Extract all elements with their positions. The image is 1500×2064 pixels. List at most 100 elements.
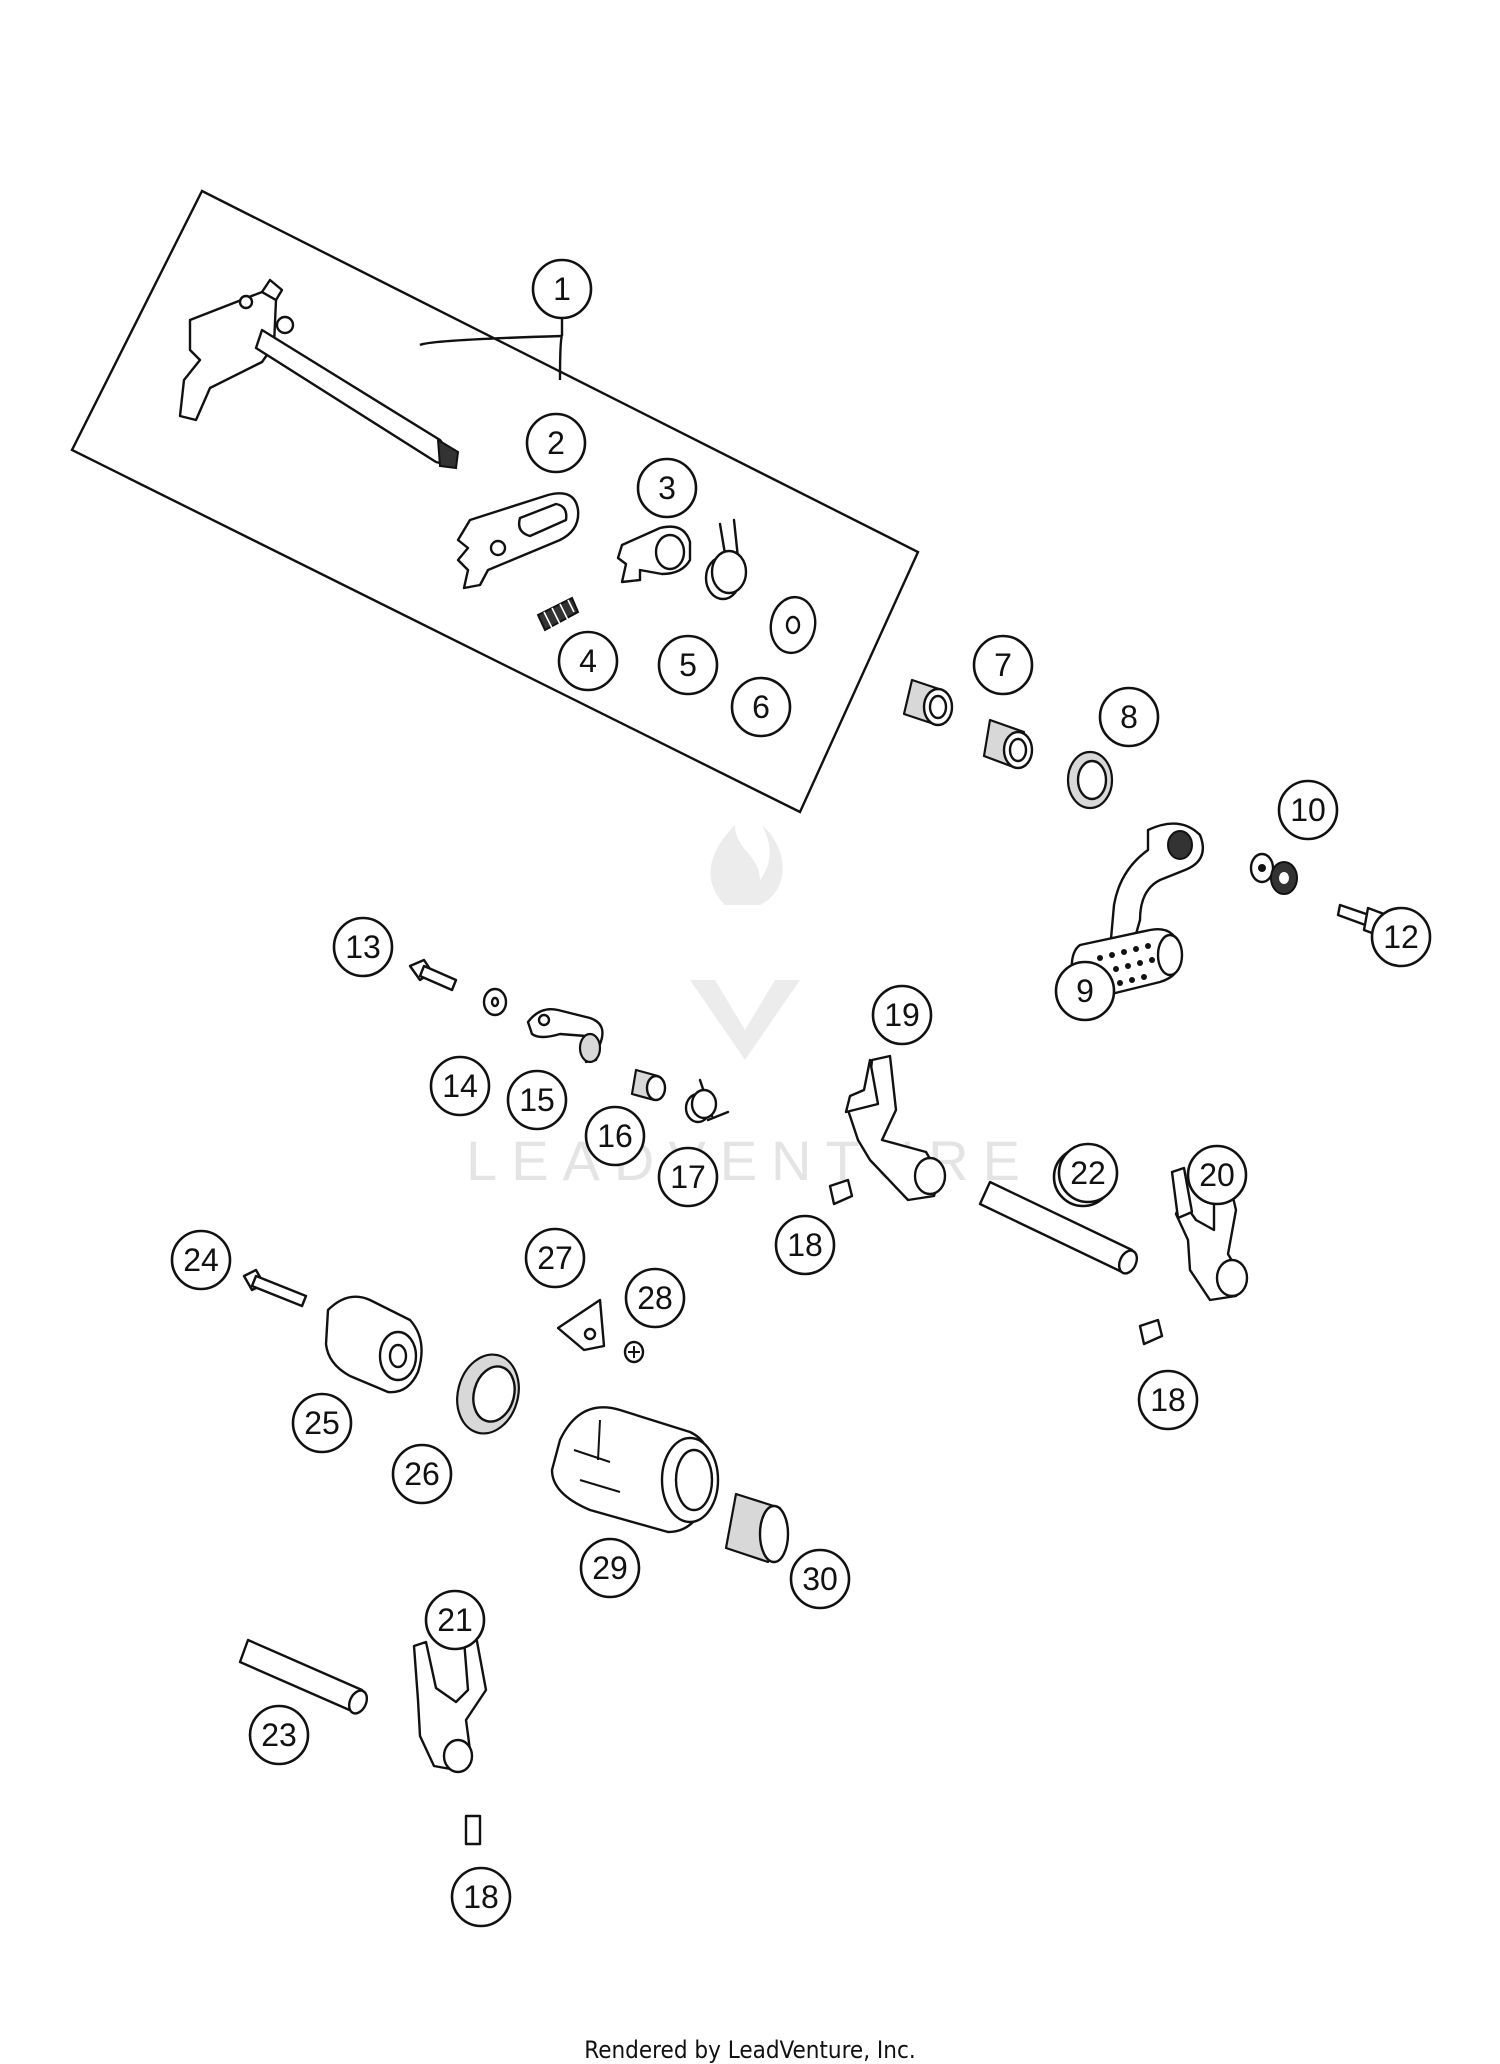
callout-number: 2 bbox=[547, 425, 565, 461]
callout-circle bbox=[1277, 779, 1339, 841]
bearing-26 bbox=[456, 1353, 520, 1435]
callout-26: 26 bbox=[391, 1443, 453, 1505]
callout-circle bbox=[789, 1548, 851, 1610]
compression-spring bbox=[536, 596, 580, 632]
fork-rod-22 bbox=[978, 1180, 1139, 1275]
callout-number: 4 bbox=[579, 643, 597, 679]
callout-18: 18 bbox=[774, 1214, 836, 1276]
callout-circle bbox=[450, 1866, 512, 1928]
callout-circle bbox=[332, 916, 394, 978]
return-spring bbox=[704, 518, 748, 601]
screw-28 bbox=[623, 1340, 645, 1364]
callout-circle bbox=[525, 412, 587, 474]
shift-plate bbox=[456, 492, 580, 590]
callout-2: 2 bbox=[525, 412, 587, 474]
callout-circle bbox=[972, 634, 1034, 696]
callout-circle bbox=[506, 1069, 568, 1131]
footer-credit: Rendered by LeadVenture, Inc. bbox=[584, 2036, 916, 2064]
screw-13 bbox=[408, 958, 458, 992]
shift-shaft bbox=[178, 278, 460, 470]
callout-number: 19 bbox=[884, 997, 920, 1033]
shift-fork-19 bbox=[844, 1054, 947, 1202]
callout-number: 29 bbox=[592, 1550, 628, 1586]
locking-plate-27 bbox=[556, 1298, 606, 1352]
callout-circle bbox=[774, 1214, 836, 1276]
lock-washers bbox=[1249, 852, 1298, 895]
callout-circle bbox=[531, 258, 593, 320]
part-callouts: 1234567891012131415161718181818192021222… bbox=[170, 258, 1432, 1928]
callout-number: 28 bbox=[637, 1280, 673, 1316]
callout-28: 28 bbox=[624, 1267, 686, 1329]
callout-number: 25 bbox=[304, 1405, 340, 1441]
callout-circle bbox=[391, 1443, 453, 1505]
callout-number: 8 bbox=[1120, 699, 1138, 735]
callout-number: 13 bbox=[345, 929, 381, 965]
callout-number: 22 bbox=[1070, 1155, 1106, 1191]
callout-circle bbox=[524, 1227, 586, 1289]
callout-22: 22 bbox=[1057, 1142, 1119, 1204]
callout-circle bbox=[657, 634, 719, 696]
callout-number: 3 bbox=[658, 470, 676, 506]
callout-number: 15 bbox=[519, 1082, 555, 1118]
callout-circle bbox=[1186, 1144, 1248, 1206]
callout-number: 27 bbox=[537, 1240, 573, 1276]
callout-17: 17 bbox=[657, 1146, 719, 1208]
callout-10: 10 bbox=[1277, 779, 1339, 841]
callout-19: 19 bbox=[871, 984, 933, 1046]
callout-number: 7 bbox=[994, 647, 1012, 683]
callout-30: 30 bbox=[789, 1548, 851, 1610]
callout-number: 21 bbox=[437, 1602, 473, 1638]
callout-15: 15 bbox=[506, 1069, 568, 1131]
callout-25: 25 bbox=[291, 1392, 353, 1454]
fork-rod-23 bbox=[238, 1638, 369, 1715]
callout-9: 9 bbox=[1054, 960, 1116, 1022]
callout-7: 7 bbox=[972, 634, 1034, 696]
callout-27: 27 bbox=[524, 1227, 586, 1289]
callout-8: 8 bbox=[1098, 686, 1160, 748]
callout-circle bbox=[584, 1105, 646, 1167]
bearing-ring-30 bbox=[724, 1492, 790, 1564]
callout-13: 13 bbox=[332, 916, 394, 978]
callout-1: 1 bbox=[531, 258, 593, 320]
callout-circle bbox=[1098, 686, 1160, 748]
callout-number: 18 bbox=[787, 1227, 823, 1263]
shift-fork-21 bbox=[412, 1634, 488, 1774]
callout-circle bbox=[291, 1392, 353, 1454]
callout-circle bbox=[429, 1055, 491, 1117]
callout-number: 5 bbox=[679, 647, 697, 683]
callout-number: 16 bbox=[597, 1118, 633, 1154]
callout-6: 6 bbox=[730, 676, 792, 738]
callout-29: 29 bbox=[579, 1537, 641, 1599]
callout-24: 24 bbox=[170, 1229, 232, 1291]
guide-piece bbox=[616, 525, 692, 584]
callout-23: 23 bbox=[248, 1704, 310, 1766]
callout-circle bbox=[730, 676, 792, 738]
callout-12: 12 bbox=[1370, 906, 1432, 968]
callout-circle bbox=[1370, 906, 1432, 968]
callout-number: 26 bbox=[404, 1456, 440, 1492]
callout-number: 20 bbox=[1199, 1157, 1235, 1193]
callout-16: 16 bbox=[584, 1105, 646, 1167]
callout-20: 20 bbox=[1186, 1144, 1248, 1206]
callout-circle bbox=[1057, 1142, 1119, 1204]
watermark-text: LEADVENTURE bbox=[466, 1129, 1034, 1192]
washer bbox=[769, 595, 817, 655]
shift-star-25 bbox=[324, 1295, 423, 1394]
callout-number: 23 bbox=[261, 1717, 297, 1753]
callout-number: 18 bbox=[463, 1879, 499, 1915]
bolt-24 bbox=[242, 1268, 308, 1308]
shift-drum-29 bbox=[550, 1406, 720, 1534]
callout-circle bbox=[636, 457, 698, 519]
callout-number: 24 bbox=[183, 1242, 219, 1278]
callout-circle bbox=[624, 1267, 686, 1329]
callout-number: 14 bbox=[442, 1068, 478, 1104]
callout-5: 5 bbox=[657, 634, 719, 696]
callout-circle bbox=[557, 630, 619, 692]
callout-circle bbox=[424, 1589, 486, 1651]
callout-number: 10 bbox=[1290, 792, 1326, 828]
callout-circle bbox=[579, 1537, 641, 1599]
washer-14 bbox=[482, 987, 508, 1017]
callout-circle bbox=[1137, 1369, 1199, 1431]
callout-4: 4 bbox=[557, 630, 619, 692]
